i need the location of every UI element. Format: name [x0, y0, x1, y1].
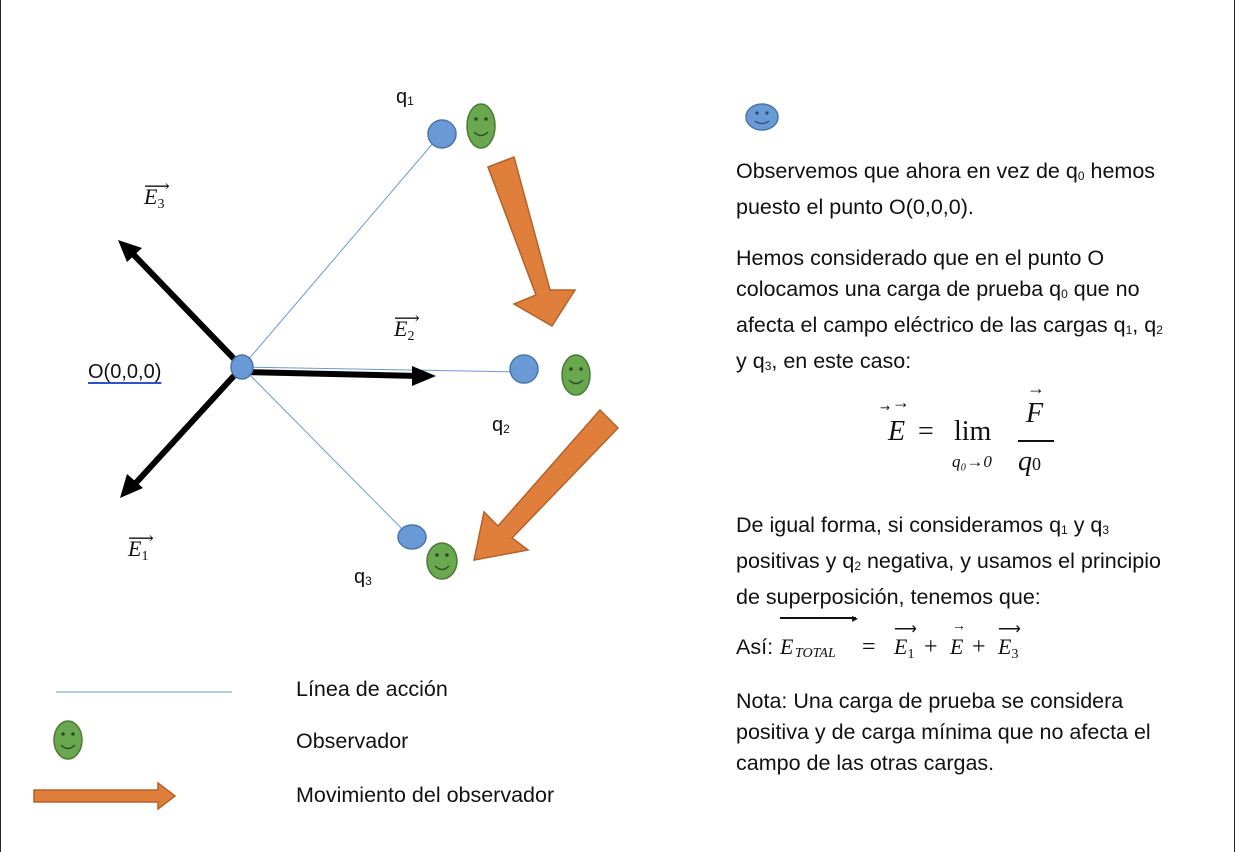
fraction-bar [1018, 440, 1054, 442]
action-line-q2 [241, 366, 521, 373]
plus-sign-2: + [972, 634, 986, 660]
asi-label: Así: [736, 635, 774, 659]
e-total-arrowhead-icon: ▸ [852, 611, 859, 625]
sum-e1: ⟶E1 [894, 621, 917, 662]
label-q3: q3 [354, 566, 372, 588]
formula-lim-sub: q₀→0 [952, 452, 992, 471]
action-line-q1 [241, 134, 441, 368]
formula-lim: lim [954, 416, 992, 447]
superposition-formula: Así: ▸ E TOTAL = ⟶E1 + →E + ⟶E3 [736, 611, 1021, 662]
formula-denominator: q0 [1018, 446, 1041, 477]
vector-e2-arrow [241, 366, 436, 386]
field-limit-formula: ⃗E → = lim q₀→0 F → q0 [888, 378, 1088, 490]
vector-e3-arrow [118, 240, 245, 370]
label-e2: ⟶E2 [394, 308, 420, 344]
movement-arrow-q1-to-q2 [487, 156, 577, 328]
legend-movement-arrow [33, 781, 177, 811]
vector-overarrow-icon: ⟶ [394, 308, 420, 328]
vector-e1-arrow [120, 364, 245, 498]
observer-near-q1 [466, 103, 496, 149]
sum-e: →E [950, 619, 966, 659]
blue-smiley-icon [745, 103, 779, 131]
plus-sign-1: + [924, 634, 938, 660]
page-border-right [1234, 0, 1235, 852]
vector-overarrow-icon: ⟶ [128, 528, 154, 548]
label-q2: q2 [492, 414, 510, 436]
label-e3: ⟶E3 [144, 176, 170, 212]
formula-f-arrow-icon: → [1027, 378, 1045, 398]
legend-movement-label: Movimiento del observador [296, 783, 555, 807]
formula-e-arrow-icon: → [892, 392, 910, 412]
observer-near-q2 [561, 354, 591, 396]
legend-observer-icon [53, 720, 83, 760]
label-q1: q1 [396, 86, 414, 108]
vector-overarrow-icon: ⟶ [144, 176, 170, 196]
movement-arrow-q2-to-q3 [473, 408, 620, 561]
action-line-q3 [241, 366, 411, 538]
legend-observer-label: Observador [296, 729, 409, 753]
formula-e: ⃗E [888, 416, 906, 447]
legend-action-line-label: Línea de acción [296, 677, 448, 701]
charge-q3 [397, 524, 427, 550]
e-total-overbar [780, 617, 856, 619]
origin-point [230, 354, 254, 380]
charge-q2 [509, 354, 539, 384]
paragraph-superposition: De igual forma, si consideramos q1 y q3 … [736, 513, 1161, 609]
formula-numerator: F [1026, 398, 1044, 429]
sum-e3: ⟶E3 [998, 621, 1021, 662]
formula-equals: = [918, 416, 934, 447]
observer-near-q3 [426, 542, 458, 580]
eq-sign: = [862, 634, 876, 660]
label-e1: ⟶E1 [128, 528, 154, 564]
charge-q1 [427, 119, 457, 149]
red-note: Observemos que ahora en vez de q0 hemos … [736, 159, 1156, 219]
paragraph-test-charge: Hemos considerado que en el punto O colo… [736, 246, 1163, 373]
page-border-left [0, 0, 1, 852]
paragraph-nota: Nota: Una carga de prueba se considera p… [736, 689, 1151, 775]
origin-label: O(0,0,0) [88, 361, 162, 383]
